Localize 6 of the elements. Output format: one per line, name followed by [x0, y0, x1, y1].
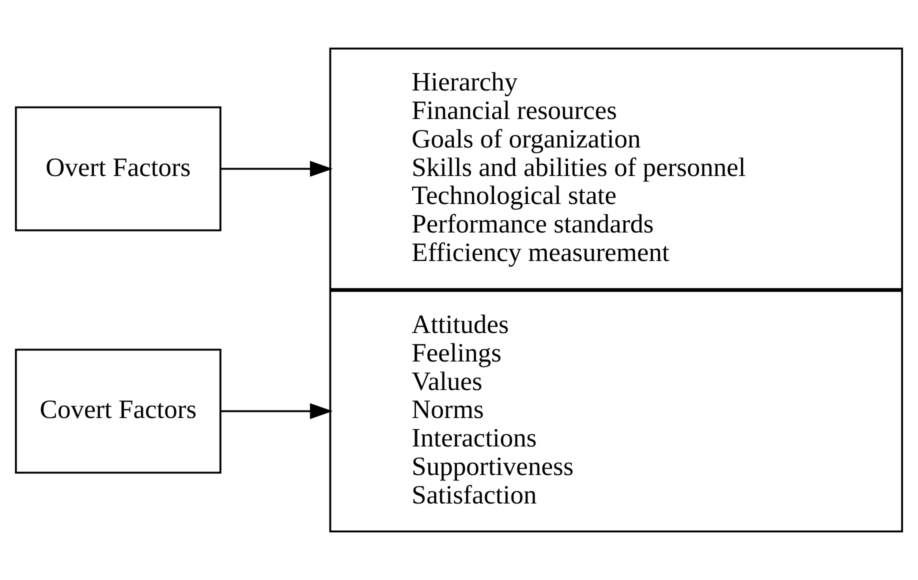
arrow [220, 160, 333, 177]
node-box: Attitudes Feelings Values Norms Interactions Supportiveness Satisfaction [329, 290, 904, 532]
arrow [220, 403, 333, 420]
node-box: Covert Factors [14, 348, 222, 474]
node-box: Hierarchy Financial resources Goals of organization Skills and abilities of personnel Technological state Performance standards Efficiency measurement [329, 48, 904, 290]
node-box: Overt Factors [14, 106, 222, 232]
